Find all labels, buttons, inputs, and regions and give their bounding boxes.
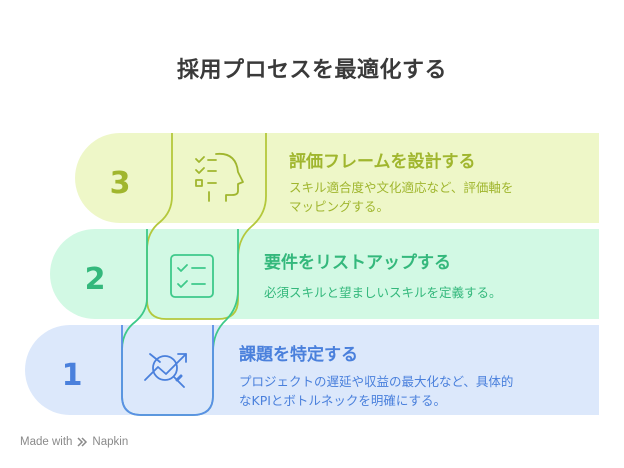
step-2-band (50, 229, 599, 319)
step-1-band (25, 325, 599, 415)
checklist-board-icon (170, 254, 214, 298)
step-3-desc-line1: スキル適合度や文化適応など、評価軸を (289, 180, 514, 195)
step-2-number: 2 (84, 262, 106, 297)
step-3-desc-line2: マッピングする。 (289, 199, 390, 214)
footer-brand: Napkin (92, 436, 129, 448)
napkin-logo-icon (77, 437, 88, 447)
step-1-title: 課題を特定する (239, 345, 358, 365)
step-3-band (75, 133, 599, 223)
page-title: 採用プロセスを最適化する (176, 58, 447, 83)
footer-attribution: Made with Napkin (20, 436, 128, 448)
step-1-desc-line2: なKPIとボトルネックを明確にする。 (239, 393, 447, 408)
step-3-number: 3 (109, 166, 131, 201)
step-3-title: 評価フレームを設計する (289, 152, 476, 172)
step-1-desc-line1: プロジェクトの遅延や収益の最大化など、具体的 (239, 374, 514, 389)
step-2-title: 要件をリストアップする (264, 253, 451, 273)
step-1-connector (121, 325, 214, 416)
head-checklist-icon (195, 152, 244, 202)
magnifier-trend-icon (144, 353, 187, 388)
step-3-connector (146, 133, 267, 320)
step-1-number: 1 (61, 358, 83, 393)
footer-made-with: Made with (20, 436, 73, 448)
step-2-desc-line1: 必須スキルと望ましいスキルを定義する。 (264, 285, 502, 300)
